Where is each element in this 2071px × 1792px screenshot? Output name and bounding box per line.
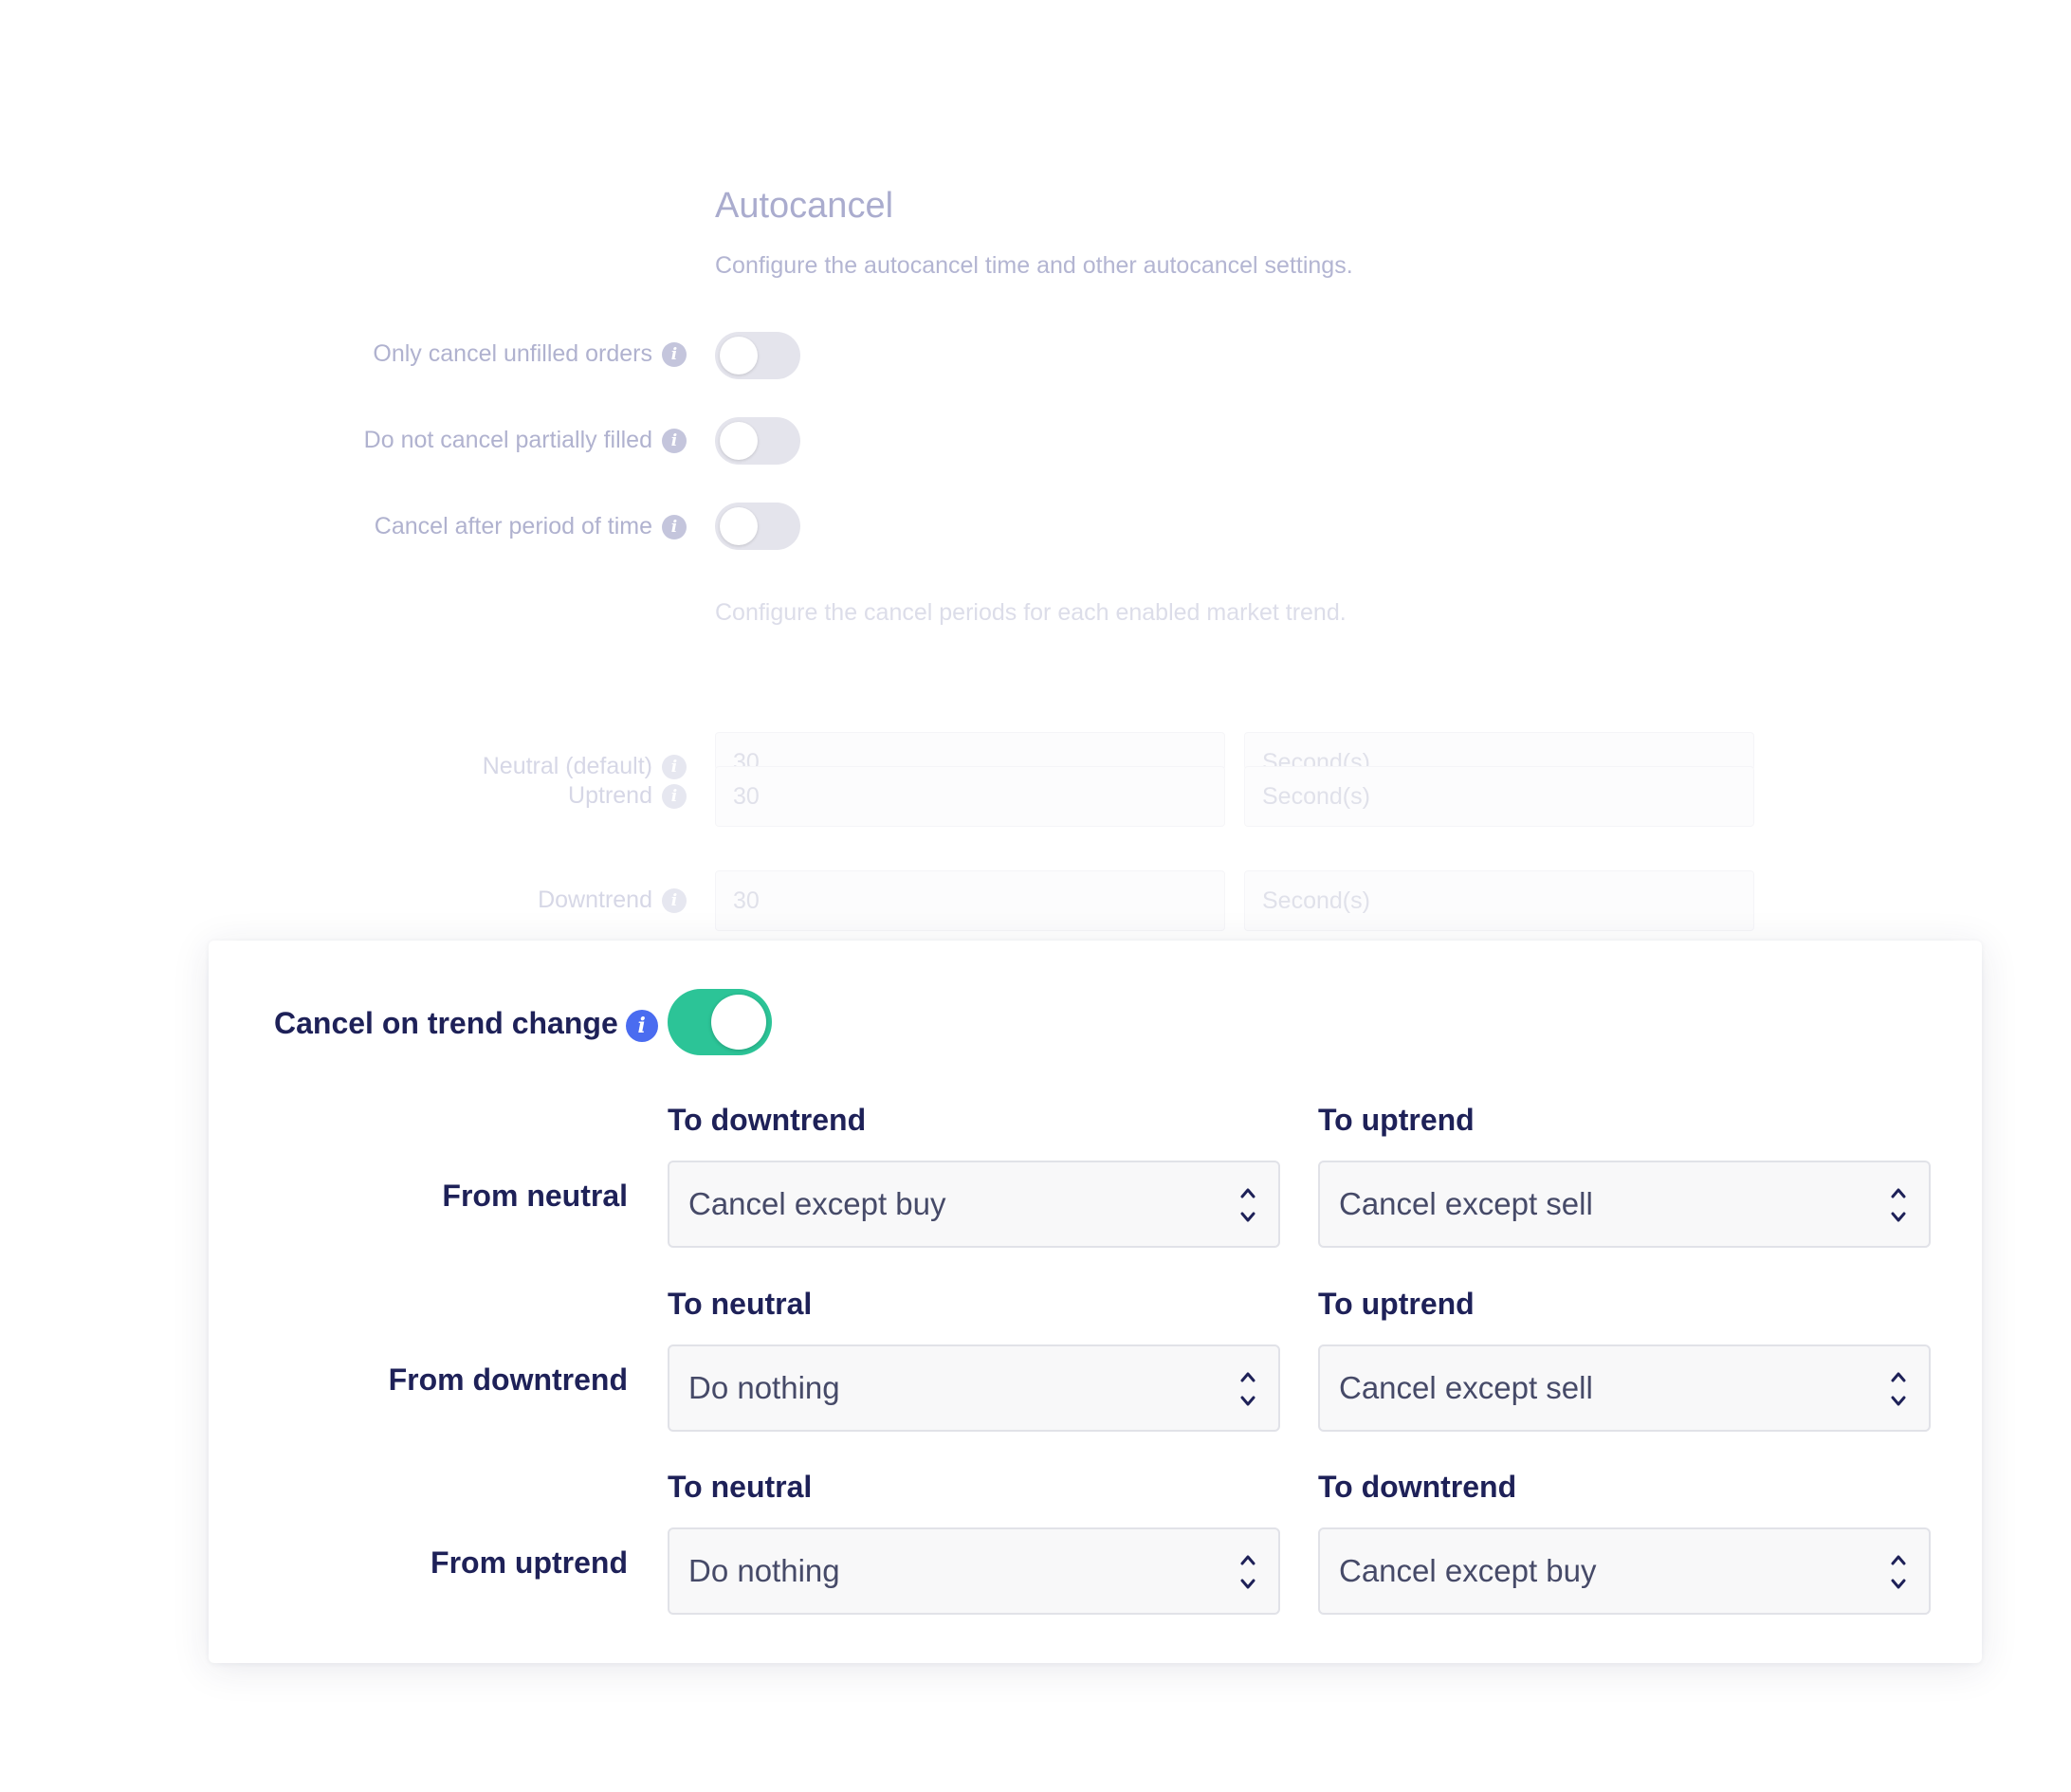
trend-change-label-text: Cancel on trend change: [274, 1006, 618, 1040]
period-description: Configure the cancel periods for each en…: [715, 599, 1347, 626]
select-neutral-to-uptrend[interactable]: Cancel except sell: [1318, 1161, 1931, 1248]
period-value-neutral[interactable]: 30: [715, 732, 1225, 770]
select-value: Do nothing: [688, 1553, 840, 1588]
column-header-to-downtrend: To downtrend: [668, 1103, 867, 1137]
select-neutral-to-downtrend[interactable]: Cancel except buy: [668, 1161, 1280, 1248]
select-downtrend-to-uptrend[interactable]: Cancel except sell: [1318, 1344, 1931, 1432]
period-label-downtrend: Downtrend i: [538, 887, 687, 914]
info-icon[interactable]: i: [662, 428, 687, 453]
info-icon[interactable]: i: [662, 754, 687, 779]
column-header-to-neutral: To neutral: [668, 1287, 813, 1321]
select-value: Cancel except sell: [1339, 1370, 1593, 1405]
period-label-text: Downtrend: [538, 887, 652, 913]
setting-label-text: Cancel after period of time: [374, 513, 652, 539]
chevron-up-down-icon: [1240, 1372, 1255, 1406]
setting-label-cancel-after-period: Cancel after period of time i: [375, 513, 687, 540]
info-icon[interactable]: i: [662, 783, 687, 809]
chevron-up-down-icon: [1240, 1188, 1255, 1222]
period-value-uptrend[interactable]: 30: [715, 766, 1225, 827]
chevron-up-down-icon: [1240, 1555, 1255, 1589]
select-value: Cancel except buy: [1339, 1553, 1597, 1588]
period-label-text: Neutral (default): [482, 753, 652, 779]
column-header-to-downtrend: To downtrend: [1318, 1470, 1517, 1504]
section-title: Autocancel: [715, 186, 894, 226]
column-header-to-uptrend: To uptrend: [1318, 1287, 1475, 1321]
select-downtrend-to-neutral[interactable]: Do nothing: [668, 1344, 1280, 1432]
select-value: Do nothing: [688, 1370, 840, 1405]
chevron-up-down-icon: [1891, 1555, 1906, 1589]
select-uptrend-to-downtrend[interactable]: Cancel except buy: [1318, 1527, 1931, 1615]
chevron-up-down-icon: [1891, 1372, 1906, 1406]
toggle-cancel-after-period[interactable]: [715, 503, 800, 550]
select-uptrend-to-neutral[interactable]: Do nothing: [668, 1527, 1280, 1615]
period-label-uptrend: Uptrend i: [568, 782, 687, 810]
row-header-from-neutral: From neutral: [442, 1179, 628, 1213]
column-header-to-uptrend: To uptrend: [1318, 1103, 1475, 1137]
toggle-knob: [711, 995, 766, 1050]
period-label-neutral: Neutral (default) i: [483, 753, 687, 780]
setting-label-text: Only cancel unfilled orders: [373, 340, 652, 367]
period-unit-uptrend[interactable]: Second(s): [1244, 766, 1754, 827]
column-header-to-neutral: To neutral: [668, 1470, 813, 1504]
toggle-only-unfilled[interactable]: [715, 332, 800, 379]
toggle-not-partially-filled[interactable]: [715, 417, 800, 465]
info-icon[interactable]: i: [625, 1009, 658, 1042]
info-icon[interactable]: i: [662, 341, 687, 367]
period-unit-downtrend[interactable]: Second(s): [1244, 870, 1754, 931]
toggle-knob: [720, 507, 758, 545]
setting-label-only-unfilled: Only cancel unfilled orders i: [373, 340, 687, 368]
period-unit-neutral[interactable]: Second(s): [1244, 732, 1754, 770]
period-label-text: Uptrend: [568, 782, 652, 809]
chevron-up-down-icon: [1891, 1188, 1906, 1222]
info-icon[interactable]: i: [662, 887, 687, 913]
row-header-from-uptrend: From uptrend: [431, 1545, 628, 1580]
toggle-knob: [720, 422, 758, 460]
toggle-trend-change[interactable]: [668, 989, 772, 1055]
setting-label-text: Do not cancel partially filled: [363, 427, 652, 453]
section-description: Configure the autocancel time and other …: [715, 252, 1353, 279]
row-header-from-downtrend: From downtrend: [388, 1362, 628, 1397]
info-icon[interactable]: i: [662, 514, 687, 539]
select-value: Cancel except buy: [688, 1186, 946, 1221]
toggle-knob: [720, 337, 758, 375]
period-value-downtrend[interactable]: 30: [715, 870, 1225, 931]
setting-label-not-partially-filled: Do not cancel partially filled i: [364, 427, 687, 454]
select-value: Cancel except sell: [1339, 1186, 1593, 1221]
